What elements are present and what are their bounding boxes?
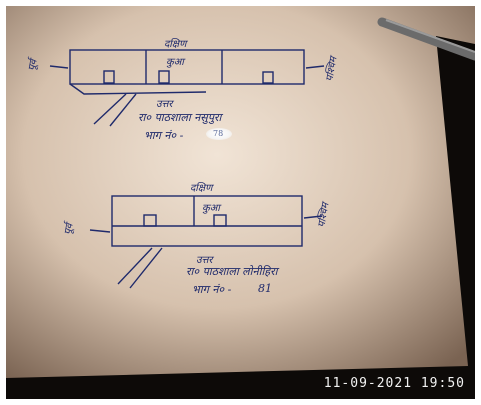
paper-photo [6, 6, 475, 378]
top-caption-school: रा० पाठशाला नसुपुरा [138, 111, 222, 124]
pen [377, 17, 475, 61]
camera-timestamp: 11-09-2021 19:50 [323, 376, 465, 391]
top-north-label: दक्षिण [164, 39, 187, 50]
top-south-label: उत्तर [156, 99, 173, 110]
sketch-top-drawing [49, 49, 325, 127]
bottom-caption-school: रा० पाठशाला लोनीहिरा [186, 265, 278, 278]
bottom-east-label: पूर्व [62, 222, 76, 236]
bottom-north-label: दक्षिण [190, 183, 213, 194]
top-caption-part-number: 78 [213, 129, 224, 138]
bottom-caption-part-label: भाग नं० - [192, 283, 232, 296]
bottom-caption-part-number: 81 [258, 282, 272, 295]
photo-frame: दक्षिण कुआ पूर्व पश्चिम उत्तर रा० पाठशाल… [6, 6, 475, 399]
top-east-label: पूर्व [26, 58, 40, 72]
glare-spot [206, 128, 232, 140]
sketch-bottom-drawing [89, 195, 323, 289]
building-outline [111, 195, 303, 247]
top-well-label: कुआ [166, 57, 184, 68]
paper-sheet [6, 6, 475, 378]
top-caption-part-label: भाग नं० - [144, 129, 184, 142]
building-outline [69, 49, 305, 85]
bottom-south-label: उत्तर [196, 255, 213, 266]
bottom-well-label: कुआ [202, 203, 220, 214]
